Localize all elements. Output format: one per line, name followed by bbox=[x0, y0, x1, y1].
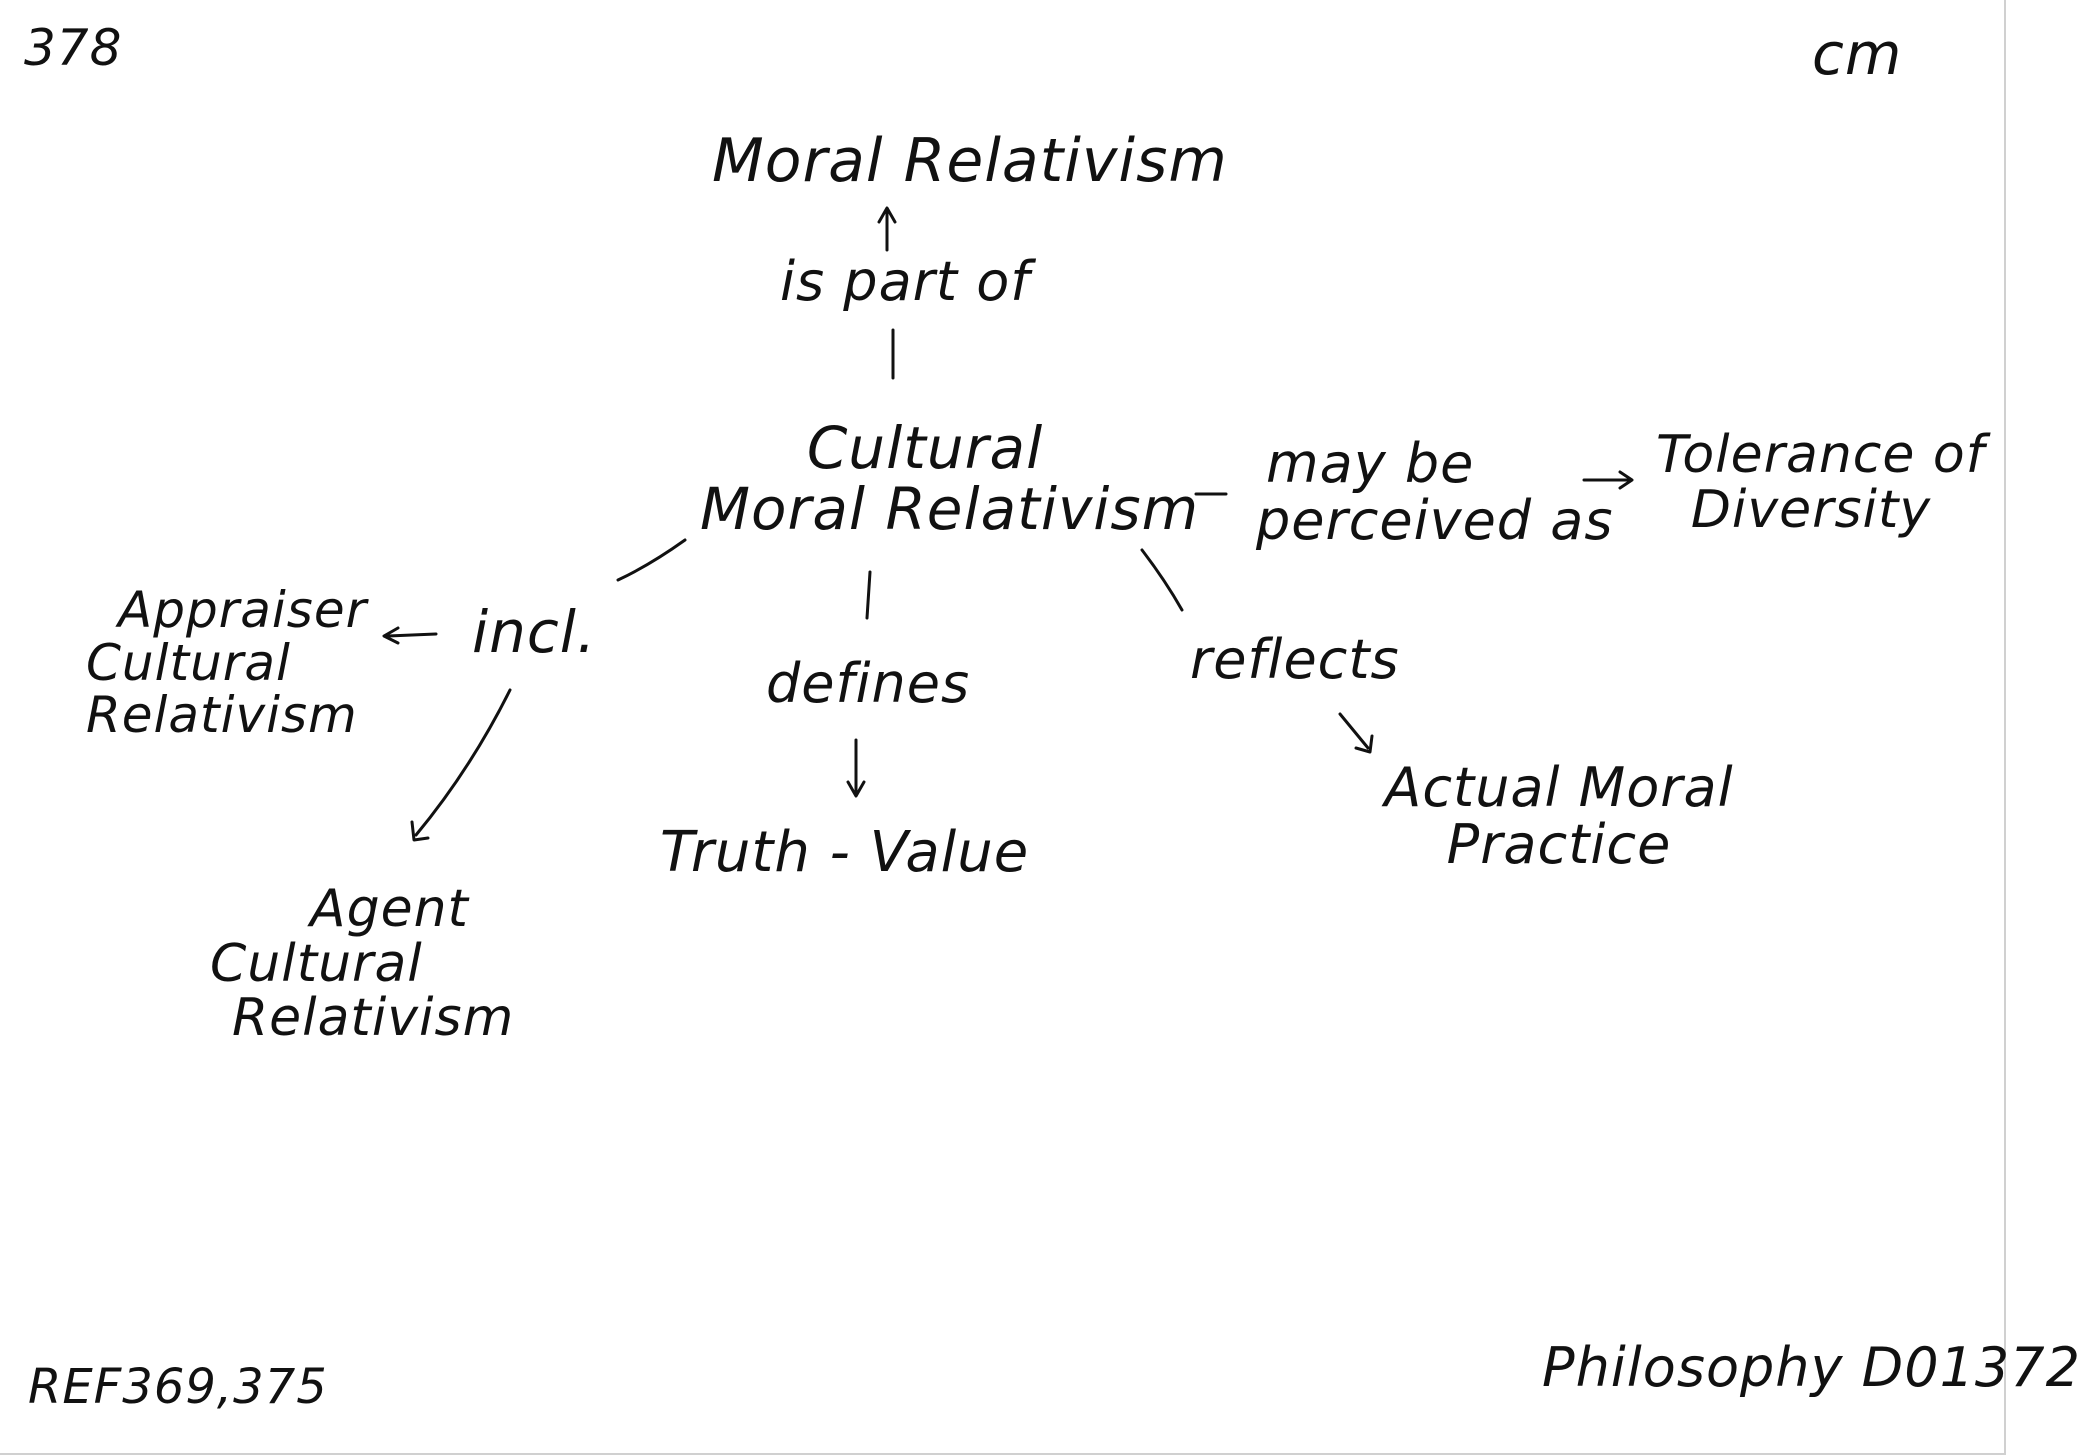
edge-label-is-part-of: is part of bbox=[780, 250, 1031, 313]
incl-agent-arrow-head bbox=[410, 820, 430, 842]
reflects-stem-line bbox=[1140, 548, 1184, 612]
node-agent-line1: Agent bbox=[310, 879, 469, 939]
node-tolerance-of-diversity: Tolerance of Diversity bbox=[1656, 425, 1986, 540]
node-cultural-line1: Cultural bbox=[806, 414, 1044, 482]
page-bottom-border bbox=[0, 1453, 2006, 1455]
page-number: 378 bbox=[24, 19, 123, 77]
incl-curve-line bbox=[616, 538, 687, 582]
reflects-arrow-head bbox=[1354, 734, 1374, 754]
reflects-arrow-shaft bbox=[1338, 712, 1370, 750]
edge-may-be-line2: perceived as bbox=[1256, 488, 1614, 552]
may-be-arrow-head bbox=[1618, 470, 1634, 490]
connector-layer bbox=[382, 206, 1634, 842]
node-actual-moral-practice: Actual Moral Practice bbox=[1384, 756, 1734, 876]
author-initials: cm bbox=[1812, 20, 1903, 88]
defines-stem-line bbox=[865, 570, 872, 620]
edge-label-defines: defines bbox=[766, 652, 971, 715]
node-agent-line2: Cultural bbox=[210, 933, 423, 994]
edge-label-reflects: reflects bbox=[1190, 628, 1400, 691]
node-tolerance-line1: Tolerance of bbox=[1656, 425, 1986, 485]
incl-appraiser-arrow-head bbox=[382, 626, 400, 645]
edge-label-incl: incl. bbox=[472, 598, 597, 666]
node-actual-line2: Practice bbox=[1446, 812, 1672, 876]
node-agent-line3: Relativism bbox=[232, 988, 515, 1049]
node-appraiser-cultural-relativism: Appraiser Cultural Relativism bbox=[86, 581, 368, 744]
node-actual-line1: Actual Moral bbox=[1384, 756, 1734, 819]
node-tolerance-line2: Diversity bbox=[1690, 479, 1932, 540]
node-cultural-line2: Moral Relativism bbox=[700, 474, 1200, 543]
incl-appraiser-arrow-shaft bbox=[386, 632, 438, 638]
edge-label-may-be-perceived-as: may be perceived as bbox=[1256, 432, 1614, 552]
node-appraiser-line3: Relativism bbox=[86, 686, 358, 744]
incl-agent-curve bbox=[414, 688, 512, 837]
node-truth-value: Truth - Value bbox=[660, 820, 1030, 885]
defines-arrow-head bbox=[846, 780, 866, 798]
edge-may-be-line1: may be bbox=[1266, 432, 1475, 495]
node-moral-relativism: Moral Relativism bbox=[712, 126, 1228, 196]
node-agent-cultural-relativism: Agent Cultural Relativism bbox=[210, 879, 515, 1049]
part-of-arrow-head bbox=[877, 206, 897, 224]
page-right-border bbox=[2004, 0, 2006, 1455]
reference-note: REF369,375 bbox=[28, 1359, 328, 1415]
node-cultural-moral-relativism: Cultural Moral Relativism bbox=[700, 414, 1200, 543]
node-appraiser-line2: Cultural bbox=[86, 633, 291, 692]
subject-code: Philosophy D01372 bbox=[1542, 1336, 2081, 1399]
node-appraiser-line1: Appraiser bbox=[118, 581, 368, 639]
